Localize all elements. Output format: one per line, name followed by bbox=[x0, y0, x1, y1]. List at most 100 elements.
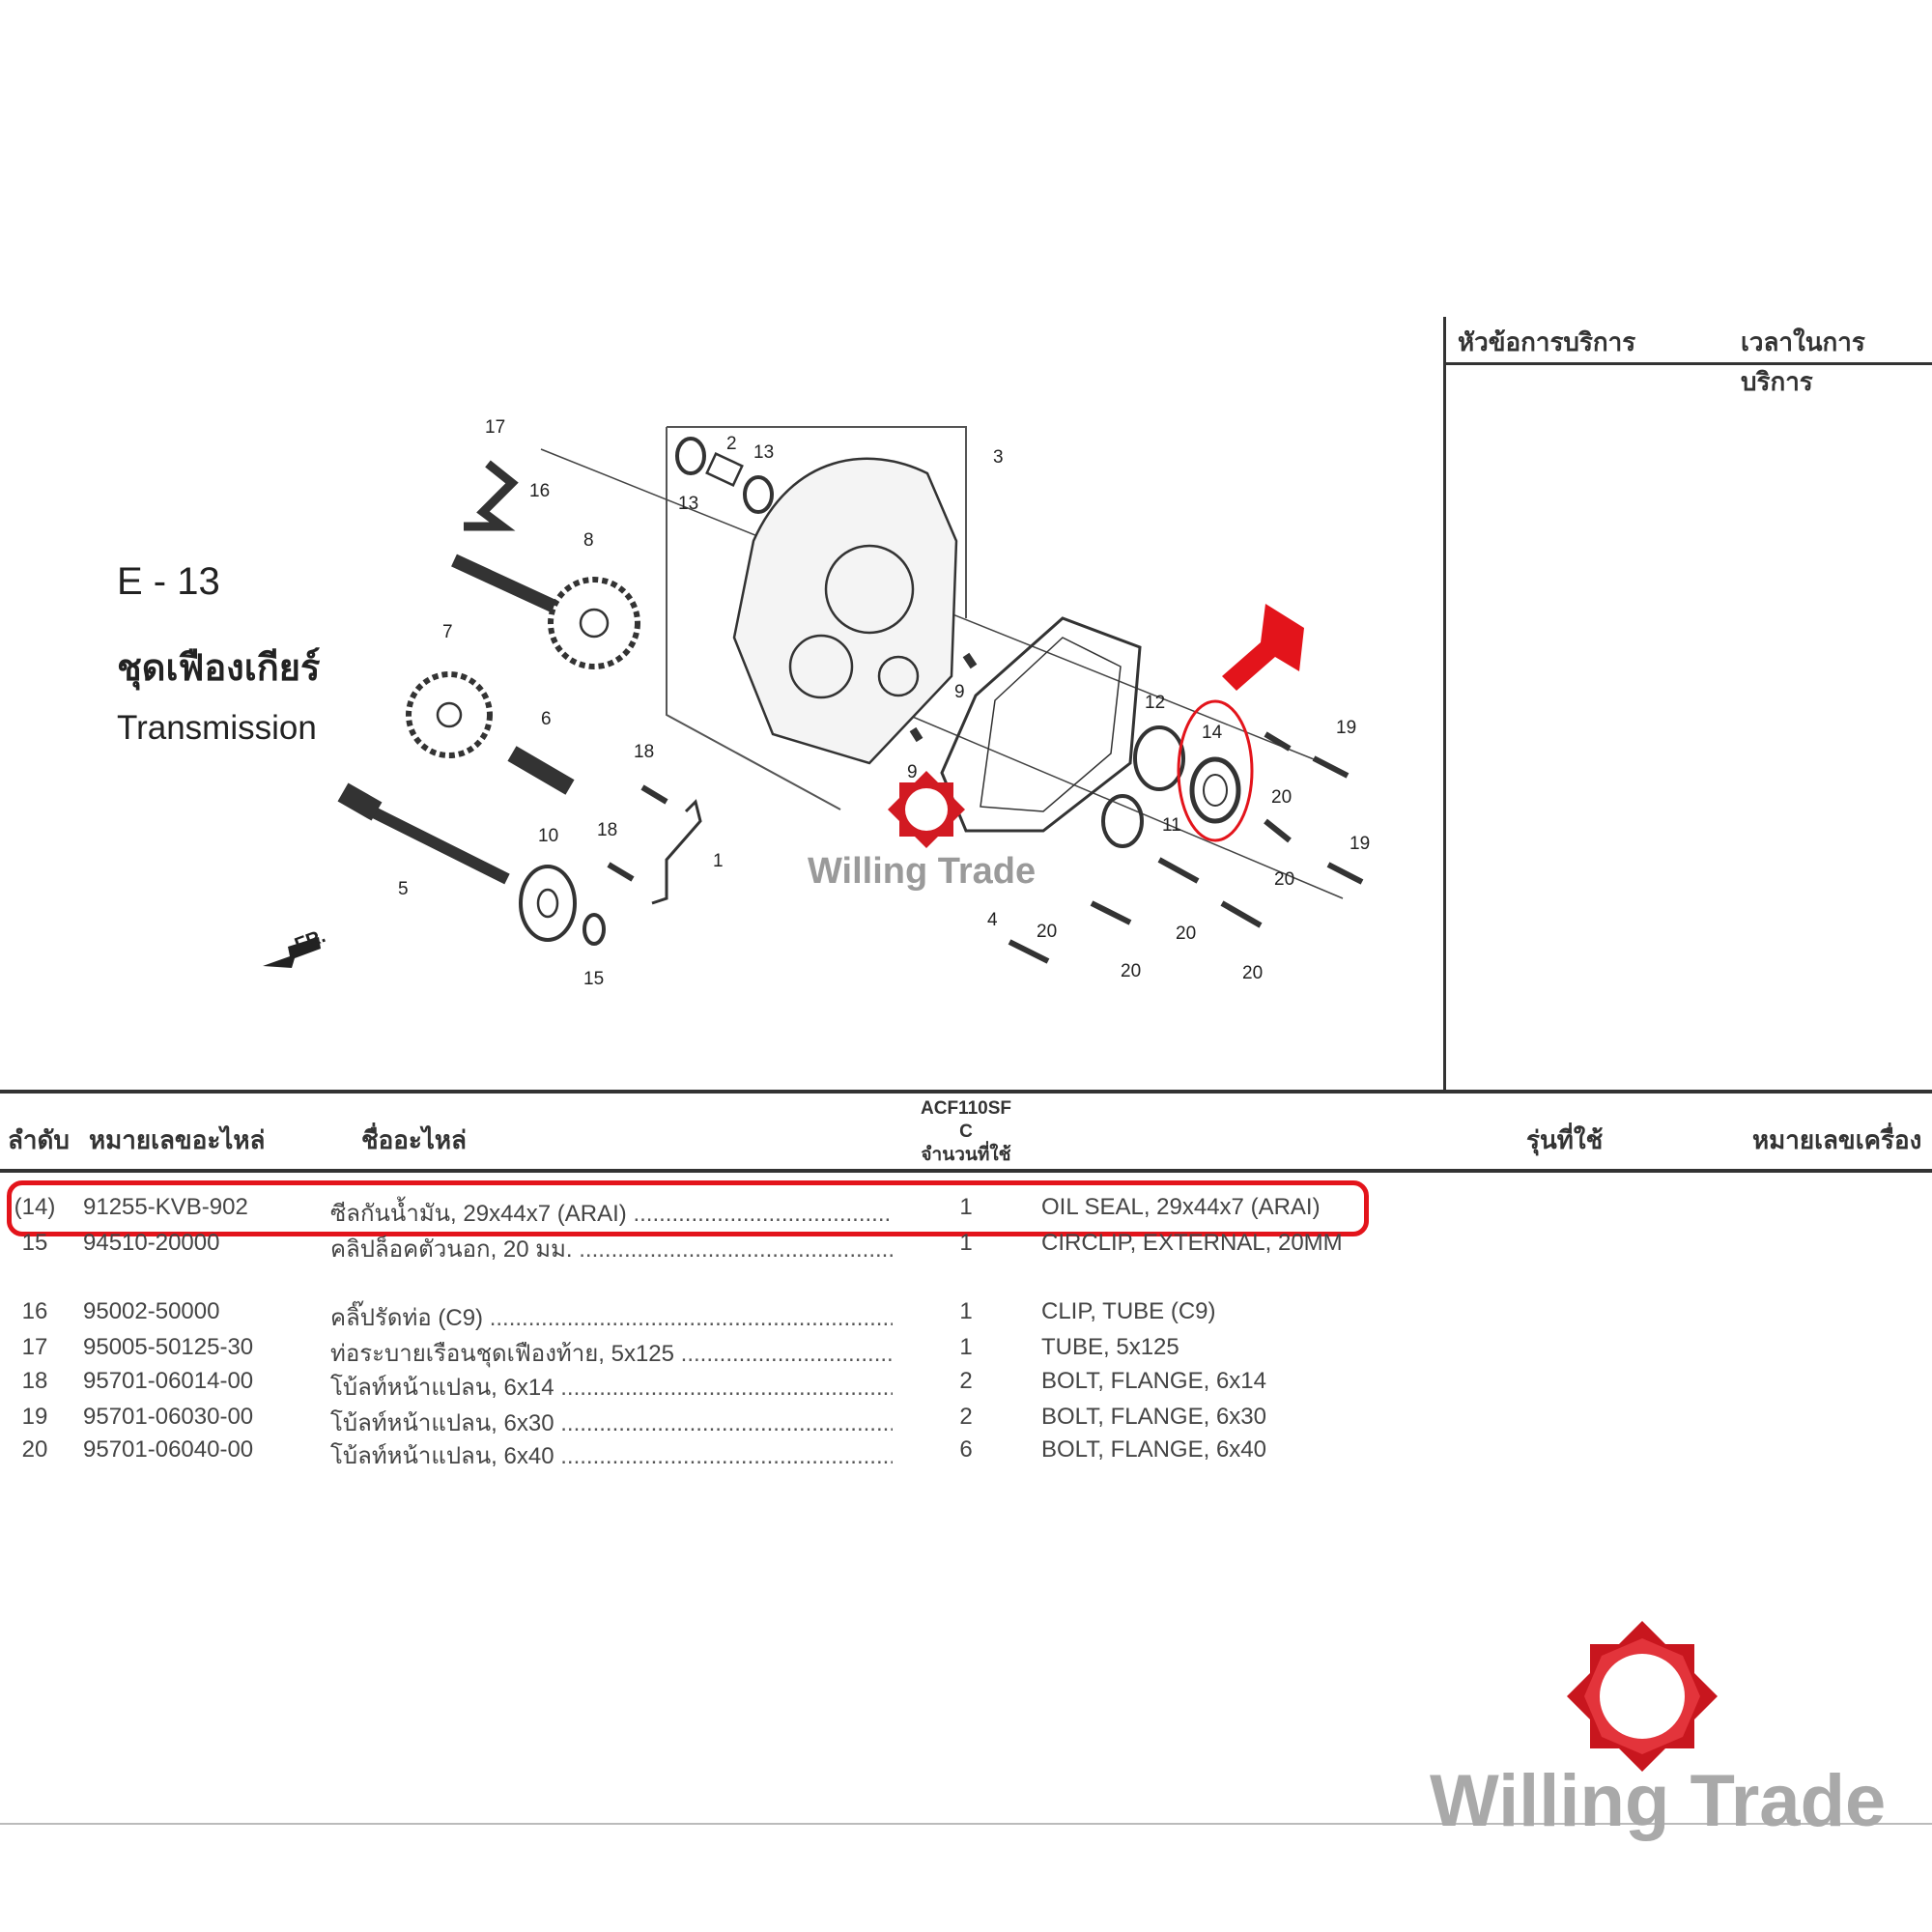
table-row[interactable]: 16 95002-50000 คลิ๊ปรัดท่อ (C9) 1 CLIP, … bbox=[0, 1298, 1932, 1331]
watermark-text-center: Willing Trade bbox=[808, 851, 1037, 892]
gear-8 bbox=[548, 577, 640, 669]
exploded-parts-diagram: FR. 17 16 2 13 13 3 8 7 6 18 18 1 10 5 1… bbox=[263, 417, 1370, 989]
row-name-thai: โบ้ลท์หน้าแปลน, 6x14 bbox=[330, 1368, 893, 1406]
table-row[interactable]: 18 95701-06014-00 โบ้ลท์หน้าแปลน, 6x14 2… bbox=[0, 1368, 1932, 1401]
callout: 20 bbox=[1121, 961, 1141, 981]
table-row[interactable]: 19 95701-06030-00 โบ้ลท์หน้าแปลน, 6x30 2… bbox=[0, 1404, 1932, 1436]
callout: 13 bbox=[678, 494, 698, 514]
row-quantity: 2 bbox=[959, 1368, 973, 1394]
bearing-10 bbox=[519, 865, 577, 942]
callout: 11 bbox=[1162, 815, 1181, 836]
bolts-18 bbox=[607, 784, 668, 882]
table-row[interactable]: (14) 91255-KVB-902 ซีลกันน้ำมัน, 29x44x7… bbox=[0, 1194, 1932, 1227]
bolts-20 bbox=[1008, 731, 1292, 964]
highlight-circle-14 bbox=[1177, 699, 1254, 842]
transmission-case bbox=[732, 457, 958, 765]
gear-6 bbox=[507, 746, 575, 795]
bolts-19 bbox=[1312, 755, 1364, 885]
row-name-thai: โบ้ลท์หน้าแปลน, 6x30 bbox=[330, 1404, 893, 1441]
callout-numbers: 17 16 2 13 13 3 8 7 6 18 18 1 10 5 15 9 … bbox=[398, 417, 1370, 989]
model-variant: C bbox=[959, 1122, 973, 1142]
watermark-logo-center bbox=[888, 771, 965, 848]
callout: 6 bbox=[541, 709, 552, 729]
callout: 13 bbox=[753, 442, 774, 463]
watermark-logo bbox=[1567, 1621, 1718, 1772]
header-part-number: หมายเลขอะไหล่ bbox=[89, 1125, 266, 1154]
row-part-number: 95701-06014-00 bbox=[83, 1368, 254, 1394]
row-index: 16 bbox=[21, 1298, 48, 1324]
row-index: 19 bbox=[21, 1404, 48, 1430]
panel-divider bbox=[1443, 317, 1446, 1092]
row-part-number: 94510-20000 bbox=[83, 1230, 220, 1256]
row-index: 20 bbox=[21, 1436, 48, 1463]
row-part-number: 95005-50125-30 bbox=[83, 1334, 254, 1360]
row-name-english: BOLT, FLANGE, 6x40 bbox=[1041, 1436, 1266, 1463]
quantity-label: จำนวนที่ใช้ bbox=[921, 1145, 1011, 1165]
row-name-thai: ท่อระบายเรือนชุดเฟืองท้าย, 5x125 bbox=[330, 1334, 893, 1372]
bearing-13 bbox=[675, 437, 706, 475]
callout: 1 bbox=[713, 851, 724, 871]
row-part-number: 91255-KVB-902 bbox=[83, 1194, 248, 1220]
bottom-rule bbox=[0, 1823, 1932, 1825]
header-part-name: ชื่ออะไหล่ bbox=[361, 1125, 467, 1154]
highlight-arrow bbox=[1222, 604, 1304, 691]
row-quantity: 1 bbox=[959, 1298, 973, 1324]
diagram-title-thai: ชุดเฟืองเกียร์ bbox=[117, 648, 321, 689]
callout: 20 bbox=[1176, 923, 1196, 944]
front-label: FR. bbox=[292, 925, 328, 956]
table-row[interactable]: 15 94510-20000 คลิปล็อคตัวนอก, 20 มม. 1 … bbox=[0, 1230, 1932, 1263]
row-quantity: 2 bbox=[959, 1404, 973, 1430]
row-index: (14) bbox=[14, 1194, 56, 1220]
row-name-english: OIL SEAL, 29x44x7 (ARAI) bbox=[1041, 1194, 1321, 1220]
row-name-english: BOLT, FLANGE, 6x14 bbox=[1041, 1368, 1266, 1394]
callout: 20 bbox=[1242, 963, 1263, 983]
collar-2 bbox=[705, 452, 744, 487]
tube-17 bbox=[464, 460, 519, 531]
callout: 7 bbox=[442, 622, 453, 642]
callout: 19 bbox=[1350, 834, 1370, 854]
row-part-number: 95002-50000 bbox=[83, 1298, 220, 1324]
callout: 5 bbox=[398, 879, 409, 899]
header-model-quantity: ACF110SF C จำนวนที่ใช้ bbox=[908, 1097, 1024, 1167]
callout: 18 bbox=[597, 820, 617, 840]
row-name-thai: คลิปล็อคตัวนอก, 20 มม. bbox=[330, 1230, 893, 1267]
callout: 8 bbox=[583, 530, 594, 551]
bearing-11 bbox=[1101, 794, 1144, 848]
table-header-rule bbox=[0, 1169, 1932, 1173]
service-header-rule bbox=[1443, 362, 1932, 365]
front-direction-indicator: FR. bbox=[263, 925, 328, 968]
table-row[interactable]: 17 95005-50125-30 ท่อระบายเรือนชุดเฟืองท… bbox=[0, 1334, 1932, 1367]
callout: 17 bbox=[485, 417, 505, 438]
row-name-english: CLIP, TUBE (C9) bbox=[1041, 1298, 1216, 1324]
row-part-number: 95701-06040-00 bbox=[83, 1436, 254, 1463]
header-model-used: รุ่นที่ใช้ bbox=[1526, 1125, 1604, 1154]
header-index: ลำดับ bbox=[8, 1125, 70, 1154]
circlip-15 bbox=[582, 913, 606, 946]
row-index: 18 bbox=[21, 1368, 48, 1394]
callout: 12 bbox=[1145, 693, 1165, 713]
callout: 14 bbox=[1202, 723, 1223, 743]
service-time-header: เวลาในการบริการ bbox=[1741, 327, 1865, 396]
callout: 3 bbox=[993, 447, 1004, 468]
oil-seal-14 bbox=[1189, 756, 1241, 824]
callout: 16 bbox=[529, 481, 550, 501]
gear-7 bbox=[406, 671, 493, 758]
row-name-thai: ซีลกันน้ำมัน, 29x44x7 (ARAI) bbox=[330, 1194, 893, 1232]
table-row[interactable]: 20 95701-06040-00 โบ้ลท์หน้าแปลน, 6x40 6… bbox=[0, 1436, 1932, 1469]
callout: 19 bbox=[1336, 718, 1356, 738]
callout: 2 bbox=[726, 434, 737, 454]
case-group-bracket bbox=[667, 426, 967, 618]
callout: 9 bbox=[954, 682, 965, 702]
bearing-12 bbox=[1133, 725, 1185, 791]
callout: 15 bbox=[583, 969, 604, 989]
service-topic-header: หัวข้อการบริการ bbox=[1458, 327, 1636, 356]
callout: 4 bbox=[987, 910, 998, 930]
header-engine-number: หมายเลขเครื่อง bbox=[1752, 1125, 1922, 1154]
row-part-number: 95701-06030-00 bbox=[83, 1404, 254, 1430]
row-name-english: BOLT, FLANGE, 6x30 bbox=[1041, 1404, 1266, 1430]
bracket-1 bbox=[651, 799, 702, 905]
watermark-text: Willing Trade bbox=[1430, 1760, 1887, 1842]
row-name-thai: โบ้ลท์หน้าแปลน, 6x40 bbox=[330, 1436, 893, 1474]
row-quantity: 1 bbox=[959, 1334, 973, 1360]
row-index: 15 bbox=[21, 1230, 48, 1256]
